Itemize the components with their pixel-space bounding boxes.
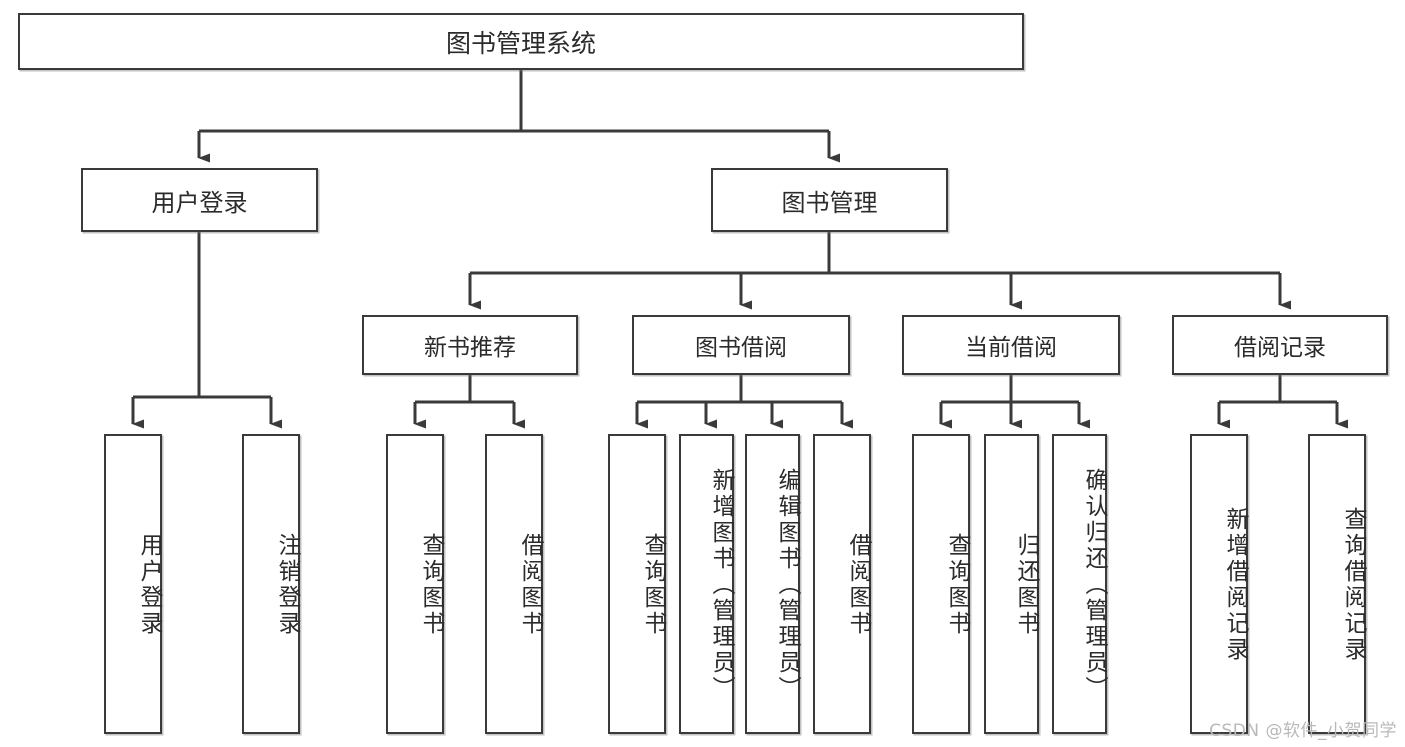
leaf-label: 查询图书 — [640, 533, 666, 637]
csdn-watermark: CSDN @软件_小贺同学 — [1209, 721, 1397, 741]
node-current-borrow[interactable]: 当前借阅 — [902, 315, 1120, 375]
leaf-current-borrow-return[interactable]: 归还图书 — [984, 434, 1039, 734]
node-borrow-record-label: 借阅记录 — [1234, 335, 1326, 361]
leaf-label: 查询图书 — [944, 533, 970, 637]
leaf-label: 借阅图书 — [845, 533, 871, 637]
leaf-new-book-query[interactable]: 查询图书 — [386, 434, 444, 734]
leaf-borrow-record-add[interactable]: 新增借阅记录 — [1190, 434, 1248, 734]
node-book-borrow[interactable]: 图书借阅 — [632, 315, 850, 375]
leaf-label: 查询借阅记录 — [1340, 507, 1366, 663]
leaf-label: 查询图书 — [418, 533, 444, 637]
leaf-label: 新增图书（管理员） — [708, 468, 734, 702]
node-root-label: 图书管理系统 — [445, 28, 596, 58]
leaf-user-login-logout[interactable]: 注销登录 — [242, 434, 300, 734]
node-user-login-label: 用户登录 — [151, 188, 248, 217]
node-borrow-record[interactable]: 借阅记录 — [1172, 315, 1388, 375]
node-book-management[interactable]: 图书管理 — [711, 168, 948, 232]
leaf-book-borrow-borrow[interactable]: 借阅图书 — [813, 434, 871, 734]
leaf-book-borrow-edit[interactable]: 编辑图书（管理员） — [745, 434, 800, 734]
leaf-current-borrow-confirm-return[interactable]: 确认归还（管理员） — [1052, 434, 1107, 734]
leaf-current-borrow-query[interactable]: 查询图书 — [912, 434, 970, 734]
leaf-label: 用户登录 — [136, 533, 162, 637]
node-user-login[interactable]: 用户登录 — [81, 168, 318, 232]
leaf-label: 注销登录 — [274, 533, 300, 637]
node-current-borrow-label: 当前借阅 — [965, 335, 1057, 361]
node-new-book-recommend-label: 新书推荐 — [424, 335, 516, 361]
leaf-book-borrow-add[interactable]: 新增图书（管理员） — [679, 434, 734, 734]
leaf-label: 借阅图书 — [517, 533, 543, 637]
leaf-label: 确认归还（管理员） — [1081, 468, 1107, 702]
node-book-borrow-label: 图书借阅 — [695, 335, 787, 361]
leaf-book-borrow-query[interactable]: 查询图书 — [608, 434, 666, 734]
leaf-label: 新增借阅记录 — [1222, 507, 1248, 663]
leaf-user-login-login[interactable]: 用户登录 — [104, 434, 162, 734]
leaf-new-book-borrow[interactable]: 借阅图书 — [485, 434, 543, 734]
node-root[interactable]: 图书管理系统 — [18, 13, 1024, 70]
leaf-label: 编辑图书（管理员） — [774, 468, 800, 702]
node-new-book-recommend[interactable]: 新书推荐 — [362, 315, 578, 375]
leaf-label: 归还图书 — [1013, 533, 1039, 637]
leaf-borrow-record-query[interactable]: 查询借阅记录 — [1308, 434, 1366, 734]
node-book-management-label: 图书管理 — [781, 188, 878, 217]
